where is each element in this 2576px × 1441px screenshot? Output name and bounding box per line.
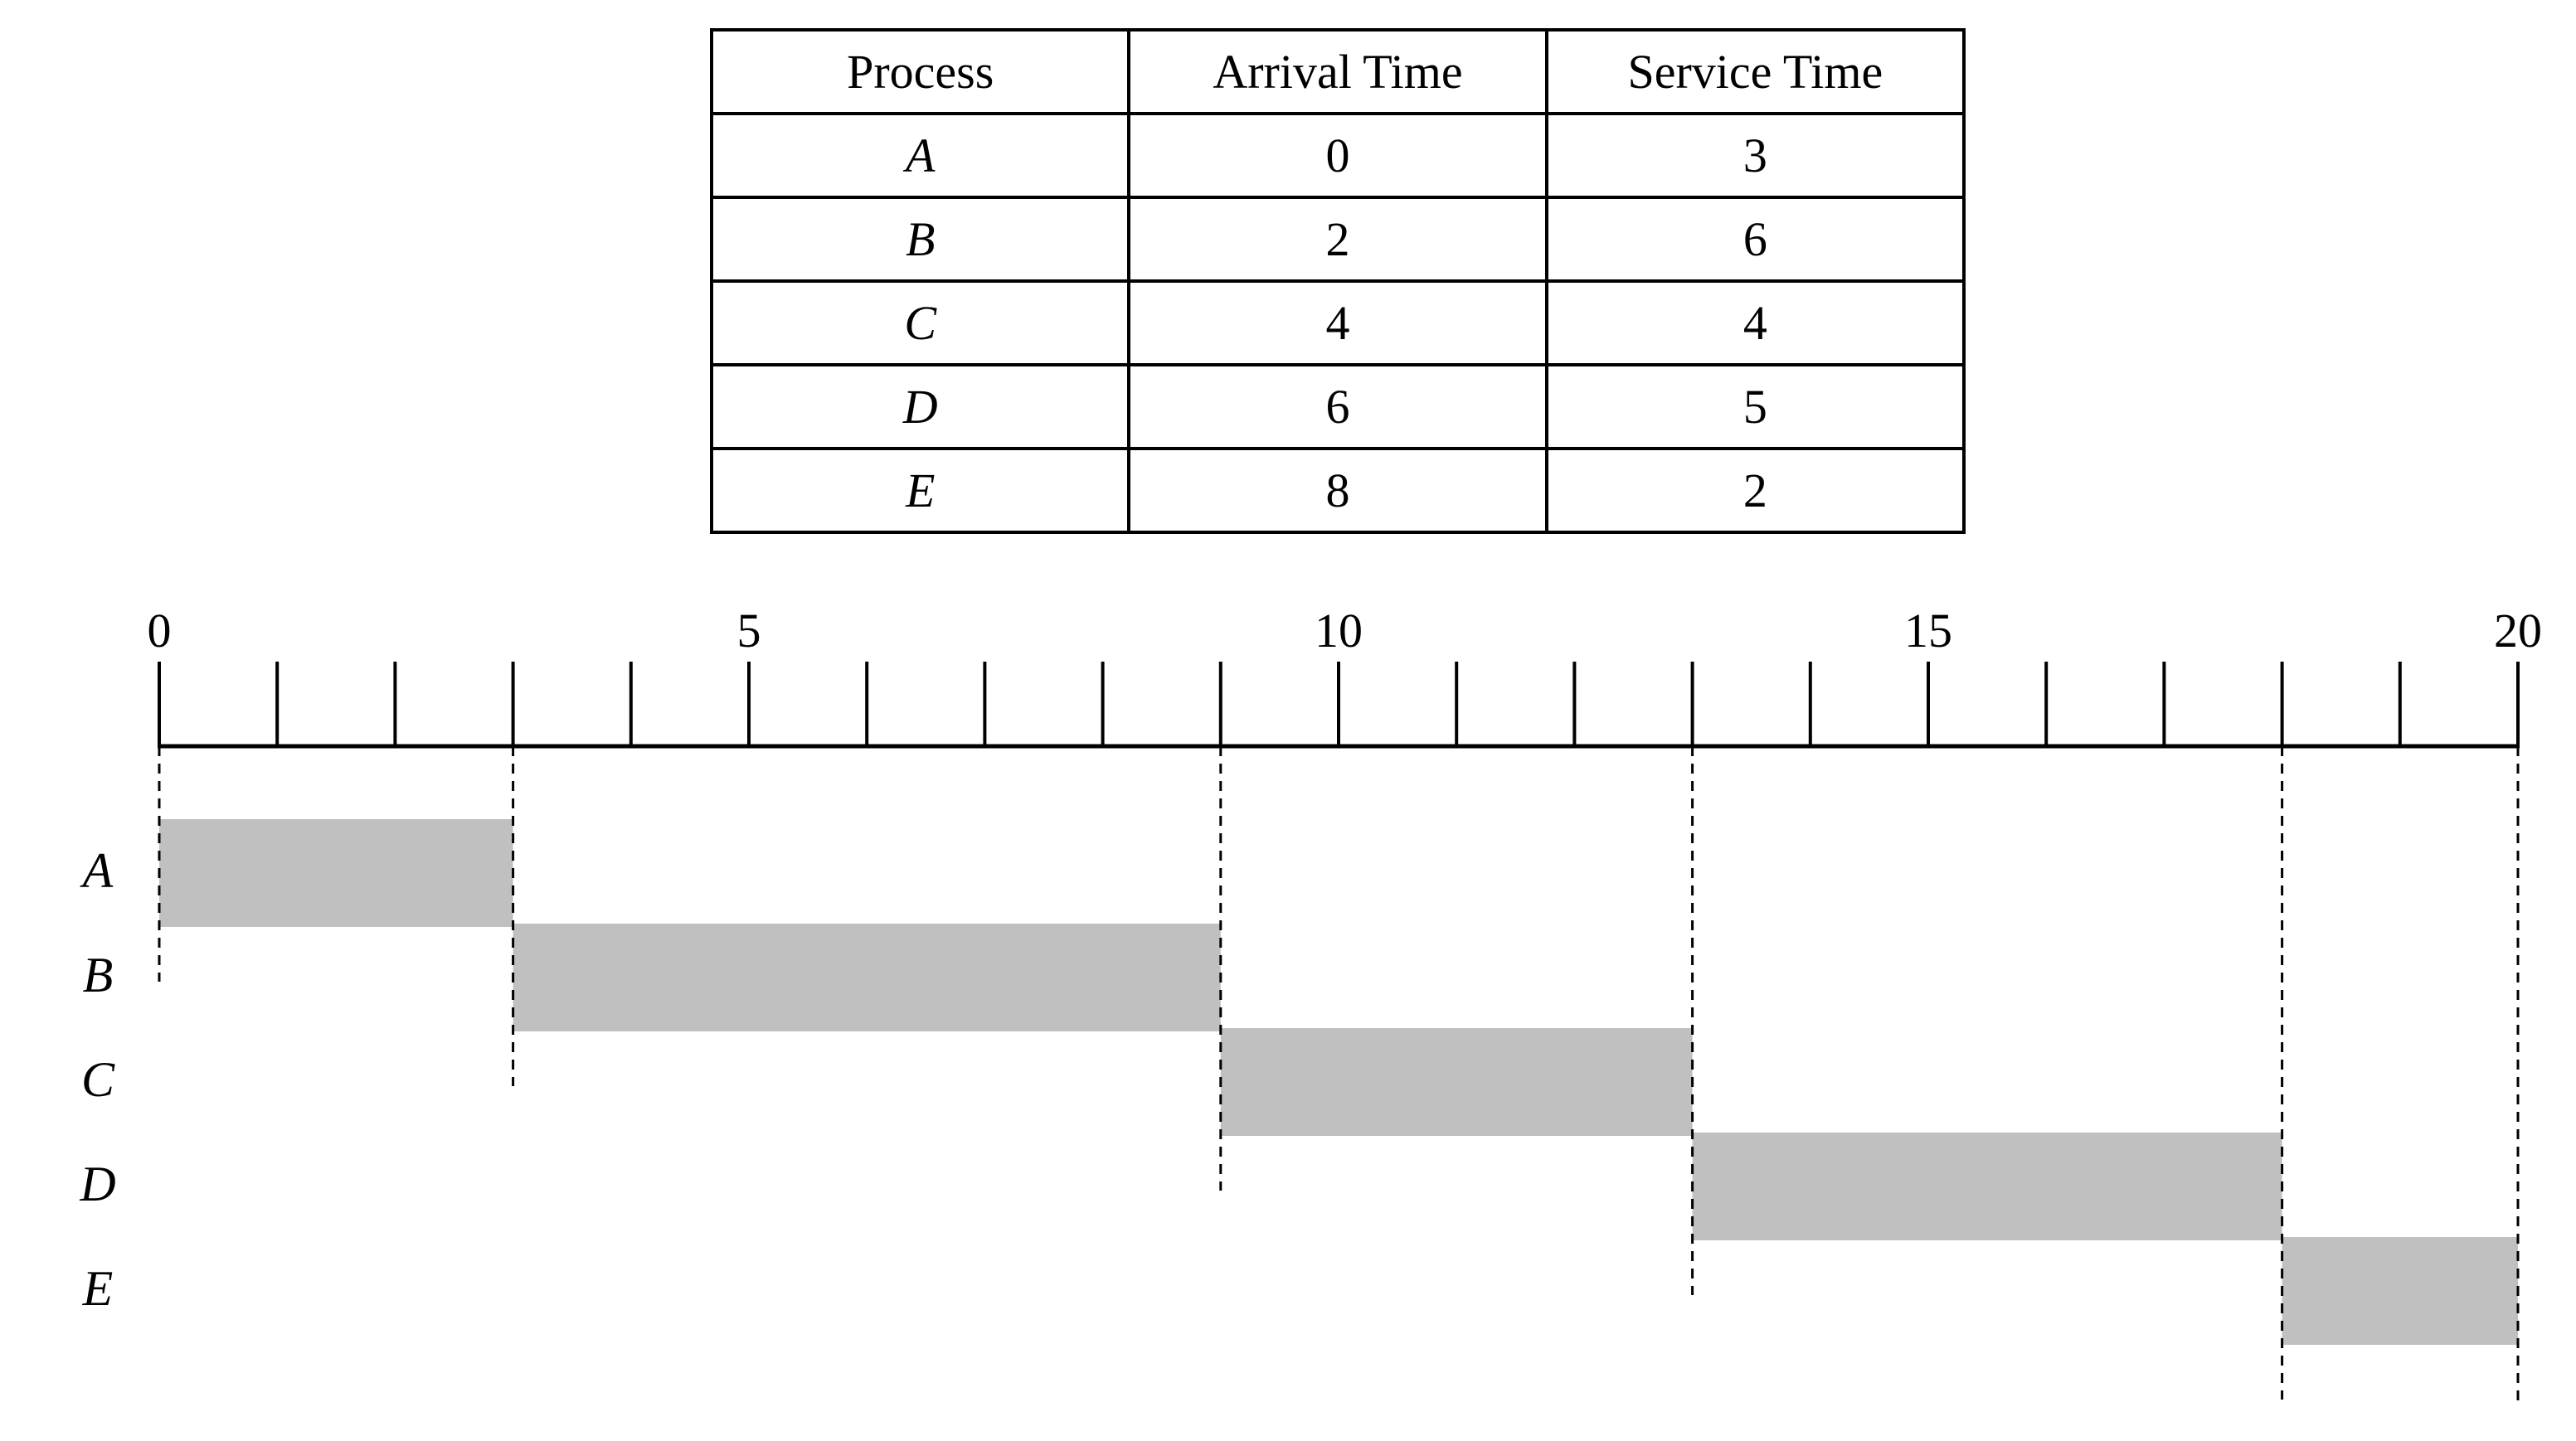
axis-tick-label: 0 xyxy=(148,604,172,657)
schedule-bars xyxy=(159,819,2518,1345)
boundary-dashes xyxy=(158,746,2520,1404)
row-label-e: E xyxy=(82,1261,114,1316)
table-row: C 4 4 xyxy=(709,279,1966,366)
process-name: B xyxy=(709,196,1131,283)
process-name: C xyxy=(709,279,1131,366)
schedule-bar-b xyxy=(513,924,1221,1031)
table-row: E 8 2 xyxy=(709,447,1966,534)
header-process: Process xyxy=(709,28,1131,115)
table-row: B 2 6 xyxy=(709,196,1966,283)
schedule-bar-d xyxy=(1692,1133,2282,1240)
schedule-bar-e xyxy=(2282,1237,2518,1345)
axis-tick-label: 10 xyxy=(1315,604,1363,657)
arrival-time: 2 xyxy=(1127,196,1548,283)
arrival-time: 6 xyxy=(1127,363,1548,450)
table-row: D 6 5 xyxy=(709,363,1966,450)
header-service-time: Service Time xyxy=(1544,28,1966,115)
table-header-row: Process Arrival Time Service Time xyxy=(709,28,1966,115)
service-time: 5 xyxy=(1544,363,1966,450)
row-label-c: C xyxy=(81,1052,115,1107)
schedule-bar-c xyxy=(1220,1028,1693,1136)
arrival-time: 0 xyxy=(1127,112,1548,199)
service-time: 6 xyxy=(1544,196,1966,283)
service-time: 2 xyxy=(1544,447,1966,534)
arrival-time: 8 xyxy=(1127,447,1548,534)
axis-tick-label: 15 xyxy=(1904,604,1952,657)
process-name: D xyxy=(709,363,1131,450)
arrival-time: 4 xyxy=(1127,279,1548,366)
axis-tick-label: 5 xyxy=(737,604,761,657)
table-row: A 0 3 xyxy=(709,112,1966,199)
service-time: 4 xyxy=(1544,279,1966,366)
process-name: A xyxy=(709,112,1131,199)
time-axis: 0 5 10 15 20 xyxy=(148,604,2542,749)
process-table: Process Arrival Time Service Time A 0 3 … xyxy=(709,28,1966,534)
header-arrival-time: Arrival Time xyxy=(1127,28,1548,115)
row-label-a: A xyxy=(80,843,114,898)
row-label-d: D xyxy=(79,1157,115,1211)
service-time: 3 xyxy=(1544,112,1966,199)
axis-tick-label: 20 xyxy=(2494,604,2542,657)
process-name: E xyxy=(709,447,1131,534)
schedule-bar-a xyxy=(159,819,513,927)
row-label-b: B xyxy=(83,948,114,1002)
